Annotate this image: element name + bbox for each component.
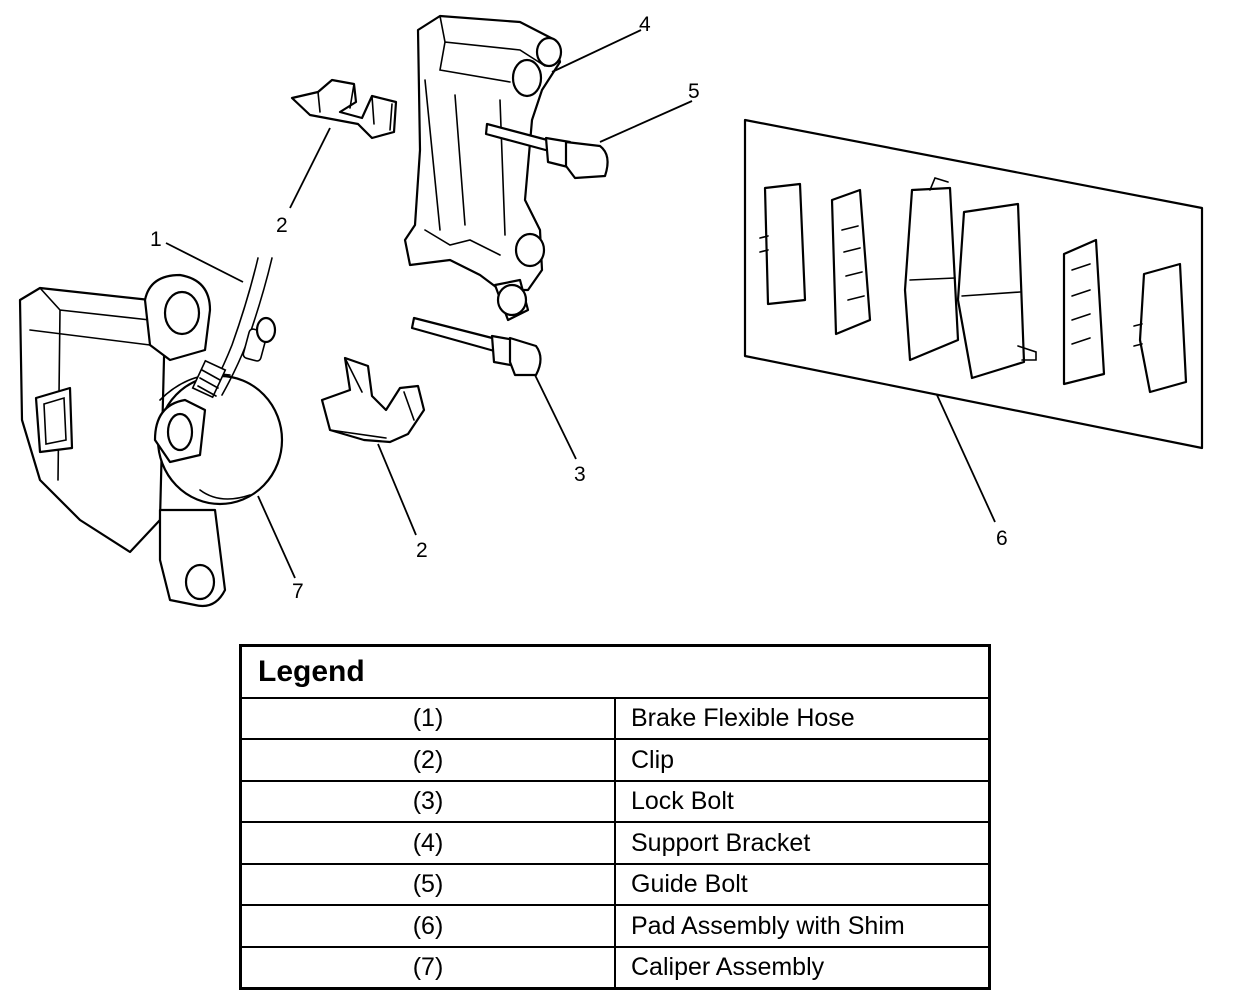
table-row: (7) Caliper Assembly — [242, 945, 988, 987]
callout-1: 1 — [150, 228, 162, 251]
legend-number: (2) — [242, 738, 616, 781]
brake-caliper-exploded-diagram: 1 2 2 3 4 5 6 7 — [18, 13, 1204, 608]
table-row: (4) Support Bracket — [242, 821, 988, 864]
callout-2-upper: 2 — [276, 214, 288, 237]
callout-6: 6 — [996, 527, 1008, 550]
guide-bolt — [484, 122, 609, 180]
legend-number: (4) — [242, 821, 616, 864]
caliper-assembly — [18, 273, 284, 608]
callout-5: 5 — [688, 80, 700, 103]
legend-description: Clip — [615, 738, 988, 781]
legend-description: Brake Flexible Hose — [615, 696, 988, 740]
table-row: (6) Pad Assembly with Shim — [242, 904, 988, 947]
table-row: (2) Clip — [242, 738, 988, 781]
callout-4: 4 — [639, 13, 651, 36]
callout-2-lower: 2 — [416, 539, 428, 562]
legend-number: (3) — [242, 779, 616, 823]
legend-description: Caliper Assembly — [615, 945, 988, 987]
brake-flexible-hose — [191, 257, 277, 399]
leader-lines — [165, 29, 996, 579]
legend-number: (5) — [242, 862, 616, 906]
lock-bolt — [410, 316, 542, 377]
callout-3: 3 — [574, 463, 586, 486]
legend-number: (1) — [242, 696, 616, 740]
clip-upper — [290, 78, 398, 140]
legend-table: Legend (1) Brake Flexible Hose (2) Clip … — [239, 644, 991, 990]
legend-description: Pad Assembly with Shim — [615, 904, 988, 947]
table-row: (3) Lock Bolt — [242, 779, 988, 823]
legend-number: (6) — [242, 904, 616, 947]
support-bracket — [403, 14, 563, 322]
pad-assembly-with-shim — [743, 118, 1204, 450]
callout-7: 7 — [292, 580, 304, 603]
legend-number: (7) — [242, 945, 616, 987]
table-row: (5) Guide Bolt — [242, 862, 988, 906]
legend-description: Support Bracket — [615, 821, 988, 864]
legend-title: Legend — [258, 655, 365, 688]
legend-description: Lock Bolt — [615, 779, 988, 823]
clip-lower — [320, 356, 426, 444]
table-row: (1) Brake Flexible Hose — [242, 696, 988, 740]
legend-description: Guide Bolt — [615, 862, 988, 906]
